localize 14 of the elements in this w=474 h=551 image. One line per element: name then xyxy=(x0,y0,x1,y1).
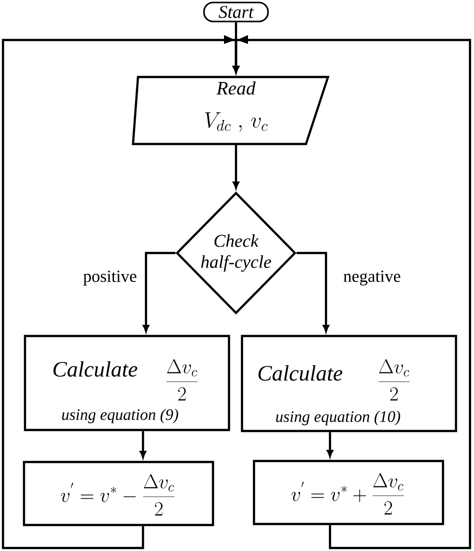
edge-label: negative xyxy=(342,270,402,286)
arrow xyxy=(232,145,240,189)
process-box: $v^{'} = v^{*} - \frac{\Delta v_c}{2}$ xyxy=(22,460,214,526)
arrow xyxy=(140,431,146,458)
process-box: Calculate $\frac{\Delta v_c}{2}$ using equation (9) xyxy=(24,334,230,432)
arrow xyxy=(142,252,176,332)
process-box: $v^{'} = v^{*} + \frac{\Delta v_c}{2}$ xyxy=(252,460,444,526)
arrow xyxy=(232,35,472,550)
arrow xyxy=(296,252,330,332)
input-parallelogram: Read $V_{dc}\;,\,v_c$ xyxy=(132,76,330,146)
arrow xyxy=(326,432,334,458)
start-terminal: Start xyxy=(203,2,269,22)
process-box: Calculate $\frac{\Delta v_c}{2}$ using equation (10) xyxy=(240,334,458,432)
edge-label: positive xyxy=(82,270,138,286)
